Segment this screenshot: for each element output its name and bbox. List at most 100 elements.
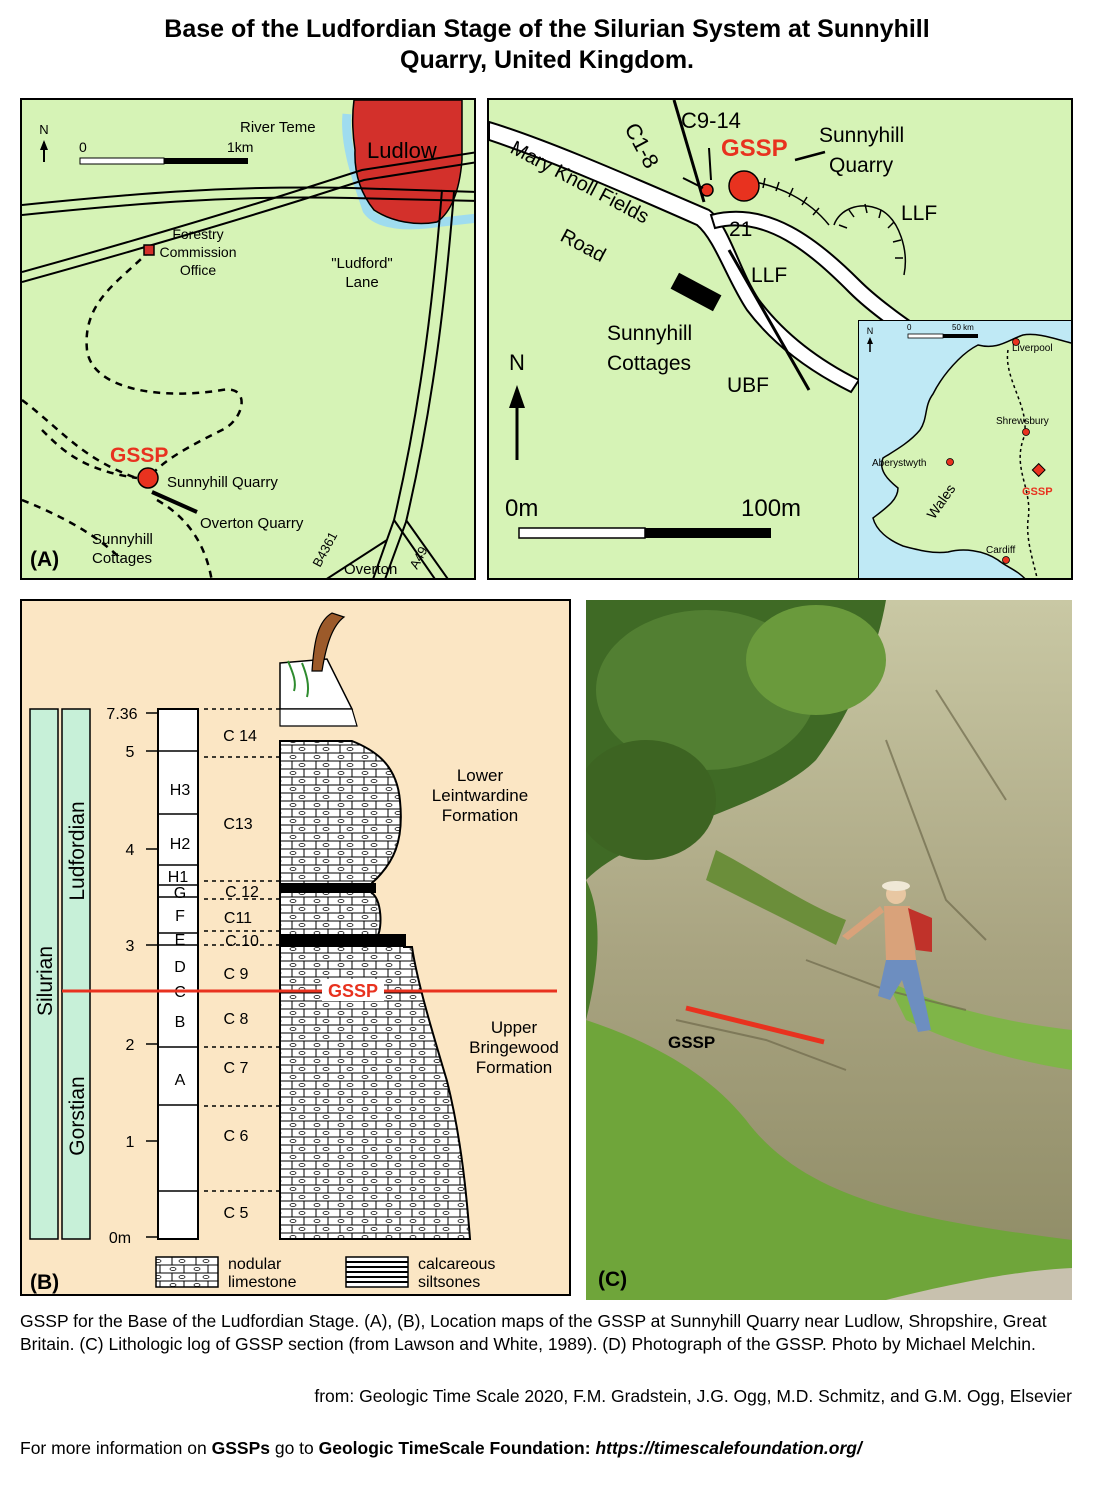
forestry-label-3: Office: [180, 262, 217, 278]
lithologic-log-drawing: Silurian Ludfordian Gorstian 7.36: [29, 612, 559, 1294]
north-label: N: [39, 122, 48, 137]
more-info-middle: go to: [269, 1438, 319, 1458]
unit-h3: H3: [170, 782, 191, 799]
aberystwyth-marker: [946, 458, 954, 466]
bed-c5: C 5: [224, 1205, 249, 1222]
stage-upper-band: [61, 708, 91, 992]
height-0: 0m: [109, 1230, 131, 1247]
more-info-url-link[interactable]: https://timescalefoundation.org/: [595, 1438, 862, 1458]
stage-lower-band: [61, 990, 91, 1240]
road-b-label: B4361: [309, 529, 340, 569]
scale-start: 0m: [505, 495, 538, 522]
legend-silt-swatch: [345, 1256, 409, 1288]
a49-road: [393, 519, 436, 578]
road-east-west-lower: [22, 151, 474, 273]
scale-bar: [518, 527, 646, 539]
llf-label-2: LLF: [751, 264, 787, 287]
unit-g: G: [174, 885, 186, 902]
panel-c-label: (C): [598, 1268, 627, 1291]
track-south-west: [22, 498, 123, 561]
title-line-2: Quarry, United Kingdom.: [400, 46, 694, 74]
more-info-gssps: GSSPs: [211, 1438, 270, 1458]
system-label: Silurian: [34, 946, 57, 1016]
height-2: 2: [126, 1037, 135, 1054]
section-c18-label: C1-8: [620, 119, 664, 173]
inset-map-wales: N 0 50 km Liverpool Shrewsbury Aberystwy…: [858, 320, 1071, 578]
scale-end: 1km: [227, 139, 253, 155]
bed-c9: C 9: [224, 966, 249, 983]
map-a-drawing: N 0 1km River Teme Ludlow Forestry Commi…: [22, 100, 474, 578]
formation-lower-3: Formation: [476, 1058, 553, 1077]
road-label-2: Road: [557, 225, 610, 267]
legend-nodular-swatch: [155, 1256, 219, 1288]
title-line-1: Base of the Ludfordian Stage of the Silu…: [164, 15, 930, 43]
inset-scale-start: 0: [907, 323, 912, 332]
geologist-figure: [842, 881, 932, 1032]
north-label: N: [509, 350, 525, 375]
grass-slope: [586, 1020, 1072, 1300]
overton-quarry-label: Overton Quarry: [200, 515, 304, 532]
formation-upper-2: Leintwardine: [432, 786, 528, 805]
unit-b: B: [175, 1014, 186, 1031]
legend-silt-1: calcareous: [418, 1256, 495, 1273]
ludford-lane-road: [372, 189, 443, 578]
inset-gssp-marker: [1031, 462, 1046, 478]
lane-label-1: "Ludford": [331, 255, 393, 272]
height-4: 4: [126, 842, 135, 859]
cottages-label-2: Cottages: [92, 550, 152, 567]
unit-d: D: [174, 959, 186, 976]
scale-end: 100m: [741, 495, 801, 522]
bed-c6: C 6: [224, 1128, 249, 1145]
gssp-marker-line: [685, 1005, 825, 1045]
scale-start: 0: [79, 139, 87, 155]
figure-title: Base of the Ludfordian Stage of the Silu…: [0, 14, 1094, 76]
siltstone-band-lower: [280, 934, 406, 947]
tree-trunk-icon: [311, 612, 346, 672]
bed-c10: C 10: [225, 933, 259, 950]
liverpool-label: Liverpool: [1012, 343, 1053, 354]
formation-lower-1: Upper: [491, 1018, 538, 1037]
stage-lower-label: Gorstian: [66, 1076, 89, 1155]
unit-h1: H1: [168, 869, 189, 886]
cottages-label-2: Cottages: [607, 352, 691, 375]
inset-scale-end: 50 km: [952, 323, 974, 332]
bed-c11: C11: [224, 910, 252, 927]
gssp-site-marker: [137, 467, 159, 489]
legend-nodular-2: limestone: [228, 1274, 297, 1291]
cardiff-marker: [1002, 556, 1010, 564]
siltstone-band-upper: [280, 883, 376, 893]
inset-gssp-label: GSSP: [1022, 486, 1053, 498]
road-east-west-upper: [22, 186, 474, 206]
forestry-label-1: Forestry: [172, 226, 223, 242]
track-forestry: [85, 249, 243, 481]
track-south: [156, 498, 213, 578]
bed-c7: C 7: [224, 1060, 249, 1077]
location-map-b: C1-8 C9-14 GSSP Sunnyhill Quarry Mary Kn…: [487, 98, 1073, 580]
forestry-office-marker: [143, 244, 155, 256]
river-teme: [342, 113, 474, 230]
ubf-label: UBF: [727, 374, 769, 397]
legend-nodular-1: nodular: [228, 1256, 282, 1273]
more-info-prefix: For more information on: [20, 1438, 212, 1458]
bed-c8: C 8: [224, 1011, 249, 1028]
ludlow-town: [351, 100, 463, 225]
panel-b-label: (B): [30, 1271, 59, 1294]
figure-caption: GSSP for the Base of the Ludfordian Stag…: [20, 1311, 1047, 1354]
river-label: River Teme: [240, 119, 316, 136]
mary-knoll-road: [489, 120, 861, 394]
track-north-west: [41, 429, 138, 480]
lithologic-log-panel: Silurian Ludfordian Gorstian 7.36: [20, 599, 571, 1296]
location-map-a: N 0 1km River Teme Ludlow Forestry Commi…: [20, 98, 476, 580]
inset-north-label: N: [867, 326, 874, 336]
track-west: [22, 399, 143, 482]
overton-label: Overton: [344, 561, 397, 578]
gssp-label: GSSP: [328, 981, 378, 1001]
unit-column: [157, 708, 199, 1240]
town-label: Ludlow: [367, 138, 437, 163]
unit-f: F: [175, 908, 185, 925]
small-section-marker: [700, 183, 714, 197]
height-3: 3: [126, 938, 135, 955]
height-top: 7.36: [106, 706, 137, 723]
llf-label-1: LLF: [901, 202, 937, 225]
b4361-road: [326, 539, 388, 578]
